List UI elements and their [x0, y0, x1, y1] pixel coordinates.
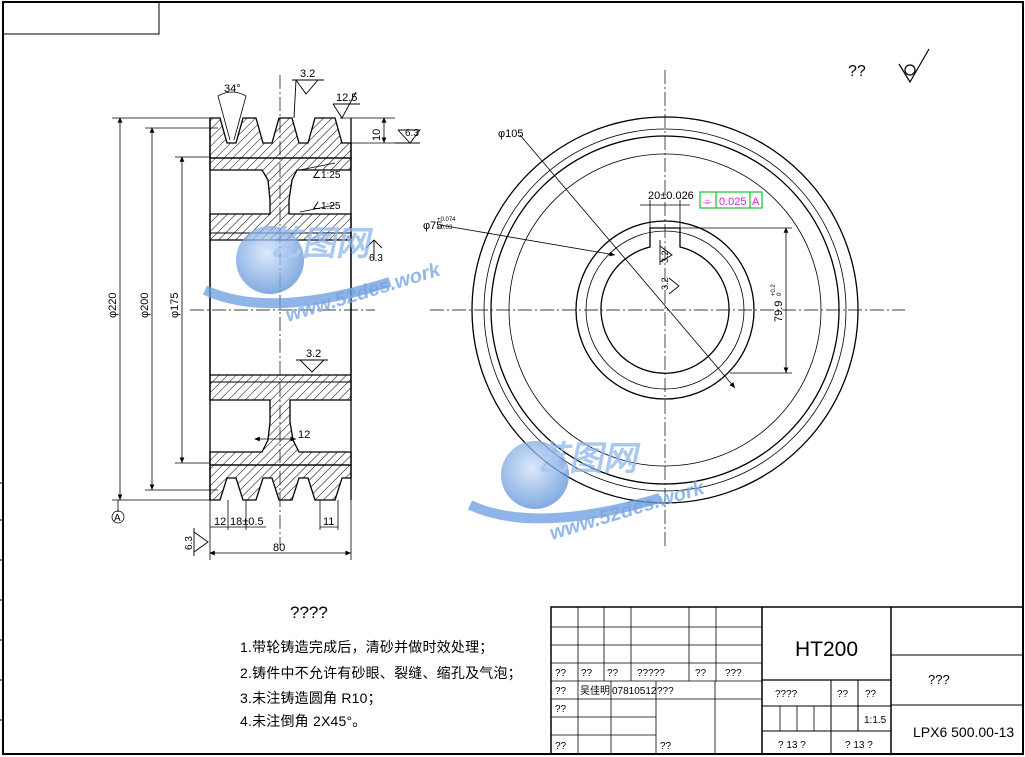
dim-keyway-depth: 79.9 [773, 301, 785, 322]
circle-groove [490, 135, 840, 485]
dim-rim-diameter: φ175 [169, 293, 181, 319]
symmetry-icon: ⌯ [703, 196, 712, 208]
roughness-top-2-value: 12.5 [336, 92, 357, 104]
bore-fit-label: φ75 [423, 220, 442, 232]
circle-outer [471, 116, 859, 504]
dim-pitch-diameter: φ200 [139, 293, 151, 319]
roughness-note-label: ?? [848, 63, 866, 80]
material-label: HT200 [795, 638, 858, 661]
dim-outer-diameter: φ220 [107, 293, 119, 319]
roughness-top-1 [292, 79, 324, 119]
design-row-label: ?? [555, 686, 567, 697]
design-standard: ??? [657, 686, 674, 697]
header-label-2: ?? [581, 668, 593, 679]
roughness-web-value: 3.2 [306, 348, 321, 360]
section-top-rim [209, 117, 352, 159]
title-block [550, 606, 1024, 755]
groove-angle-label: 34° [224, 83, 241, 95]
note-item-3: 3.未注铸造圆角 R10； [240, 690, 382, 706]
side-label-2: ?? [555, 704, 567, 715]
taper-label-2: ∠1:25 [312, 201, 341, 212]
section-bottom-hub [209, 374, 352, 466]
roughness-inner [365, 239, 383, 260]
symmetry-tolerance-frame: ⌯ 0.025 A [699, 191, 763, 209]
roughness-side-value: 6.3 [405, 128, 419, 139]
note-item-1: 1.带轮铸造完成后，清砂并做时效处理； [240, 639, 494, 655]
header-label-1: ?? [555, 668, 567, 679]
dim-hub-diameter: φ105 [498, 128, 524, 140]
bore-tol-lower: +0.03 [437, 225, 453, 231]
header-label-6: ??? [725, 668, 742, 679]
bore-tol-upper: +0.074 [437, 217, 456, 223]
roughness-top-1-value: 3.2 [300, 68, 315, 80]
roughness-web [296, 359, 328, 373]
dim-keyway-width: 20±0.026 [648, 190, 694, 202]
watermark-logo-bottom: 艺图网 [467, 440, 662, 524]
general-roughness-note: ?? [848, 48, 930, 84]
datum-a-label: A [114, 513, 121, 524]
circle-hub [575, 220, 755, 400]
roughness-bottom: 3.2 [660, 277, 670, 290]
drawing-number: LPX6 500.00-13 [913, 724, 1014, 740]
dim-groove: 11 [323, 516, 334, 528]
svg-text:艺图网: 艺图网 [533, 440, 643, 478]
symmetry-tolerance-value: 0.025 [719, 196, 747, 208]
symmetry-datum: A [752, 196, 760, 208]
note-item-2: 2.铸件中不允许有砂眼、裂缝、缩孔及气泡； [240, 665, 522, 681]
dim-web-thickness: 12 [298, 429, 310, 441]
roughness-side [395, 129, 421, 144]
company-label: ??? [928, 672, 950, 687]
roughness-left-value: 6.3 [184, 536, 195, 550]
sheet-info-2: ? 13 ? [845, 740, 873, 751]
dim-pitch: 18±0.5 [230, 516, 264, 528]
sheet-info-1: ? 13 ? [778, 740, 806, 751]
taper-label-1: ∠1:25 [312, 170, 341, 181]
stage-label: ???? [775, 689, 798, 700]
design-date: 07810512 [612, 686, 657, 697]
designer-name: 吴佳明 [580, 684, 610, 697]
datum-a-marker: A [111, 500, 125, 524]
header-label-3: ?? [607, 668, 619, 679]
roughness-inner-value: 6.3 [369, 253, 383, 264]
header-label-5: ?? [695, 668, 707, 679]
bottom-label: ?? [660, 741, 672, 752]
bore-with-keyway [600, 227, 730, 374]
scale-label: ?? [865, 689, 877, 700]
side-label-3: ?? [555, 741, 567, 752]
roughness-left [193, 528, 209, 556]
title-block-text: HT200 ??? LPX6 500.00-13 ?? ?? ?? ???? ? … [555, 638, 1014, 752]
scale-value: 1:1.5 [864, 715, 887, 726]
header-label-4: ????? [637, 668, 665, 679]
watermark-logo-top: 艺图网 [202, 225, 392, 309]
watermark-url-top: www.52des.work [283, 259, 444, 327]
roughness-keyway: 3.2 [660, 250, 670, 263]
note-item-4: 4.未注倒角 2X45°。 [240, 713, 367, 729]
dim-total-width: 80 [273, 542, 285, 554]
general-roughness-symbol-icon [898, 48, 930, 84]
dim-groove-depth: 10 [371, 129, 383, 141]
keyway-depth-tol-lower: 0 [777, 292, 783, 296]
weight-label: ?? [837, 689, 849, 700]
notes-title: ???? [290, 603, 328, 622]
front-view: φ105 20±0.026 ⌯ 0.025 A 3.2 3.2 [430, 70, 905, 548]
section-bottom-rim [209, 464, 352, 501]
svg-text:艺图网: 艺图网 [266, 225, 376, 263]
dim-edge: 12 [214, 516, 226, 528]
section-view: φ220 φ200 φ175 A 34° 3.2 12.5 [107, 68, 616, 560]
keyway-depth-tol: +0.2 [771, 283, 777, 296]
